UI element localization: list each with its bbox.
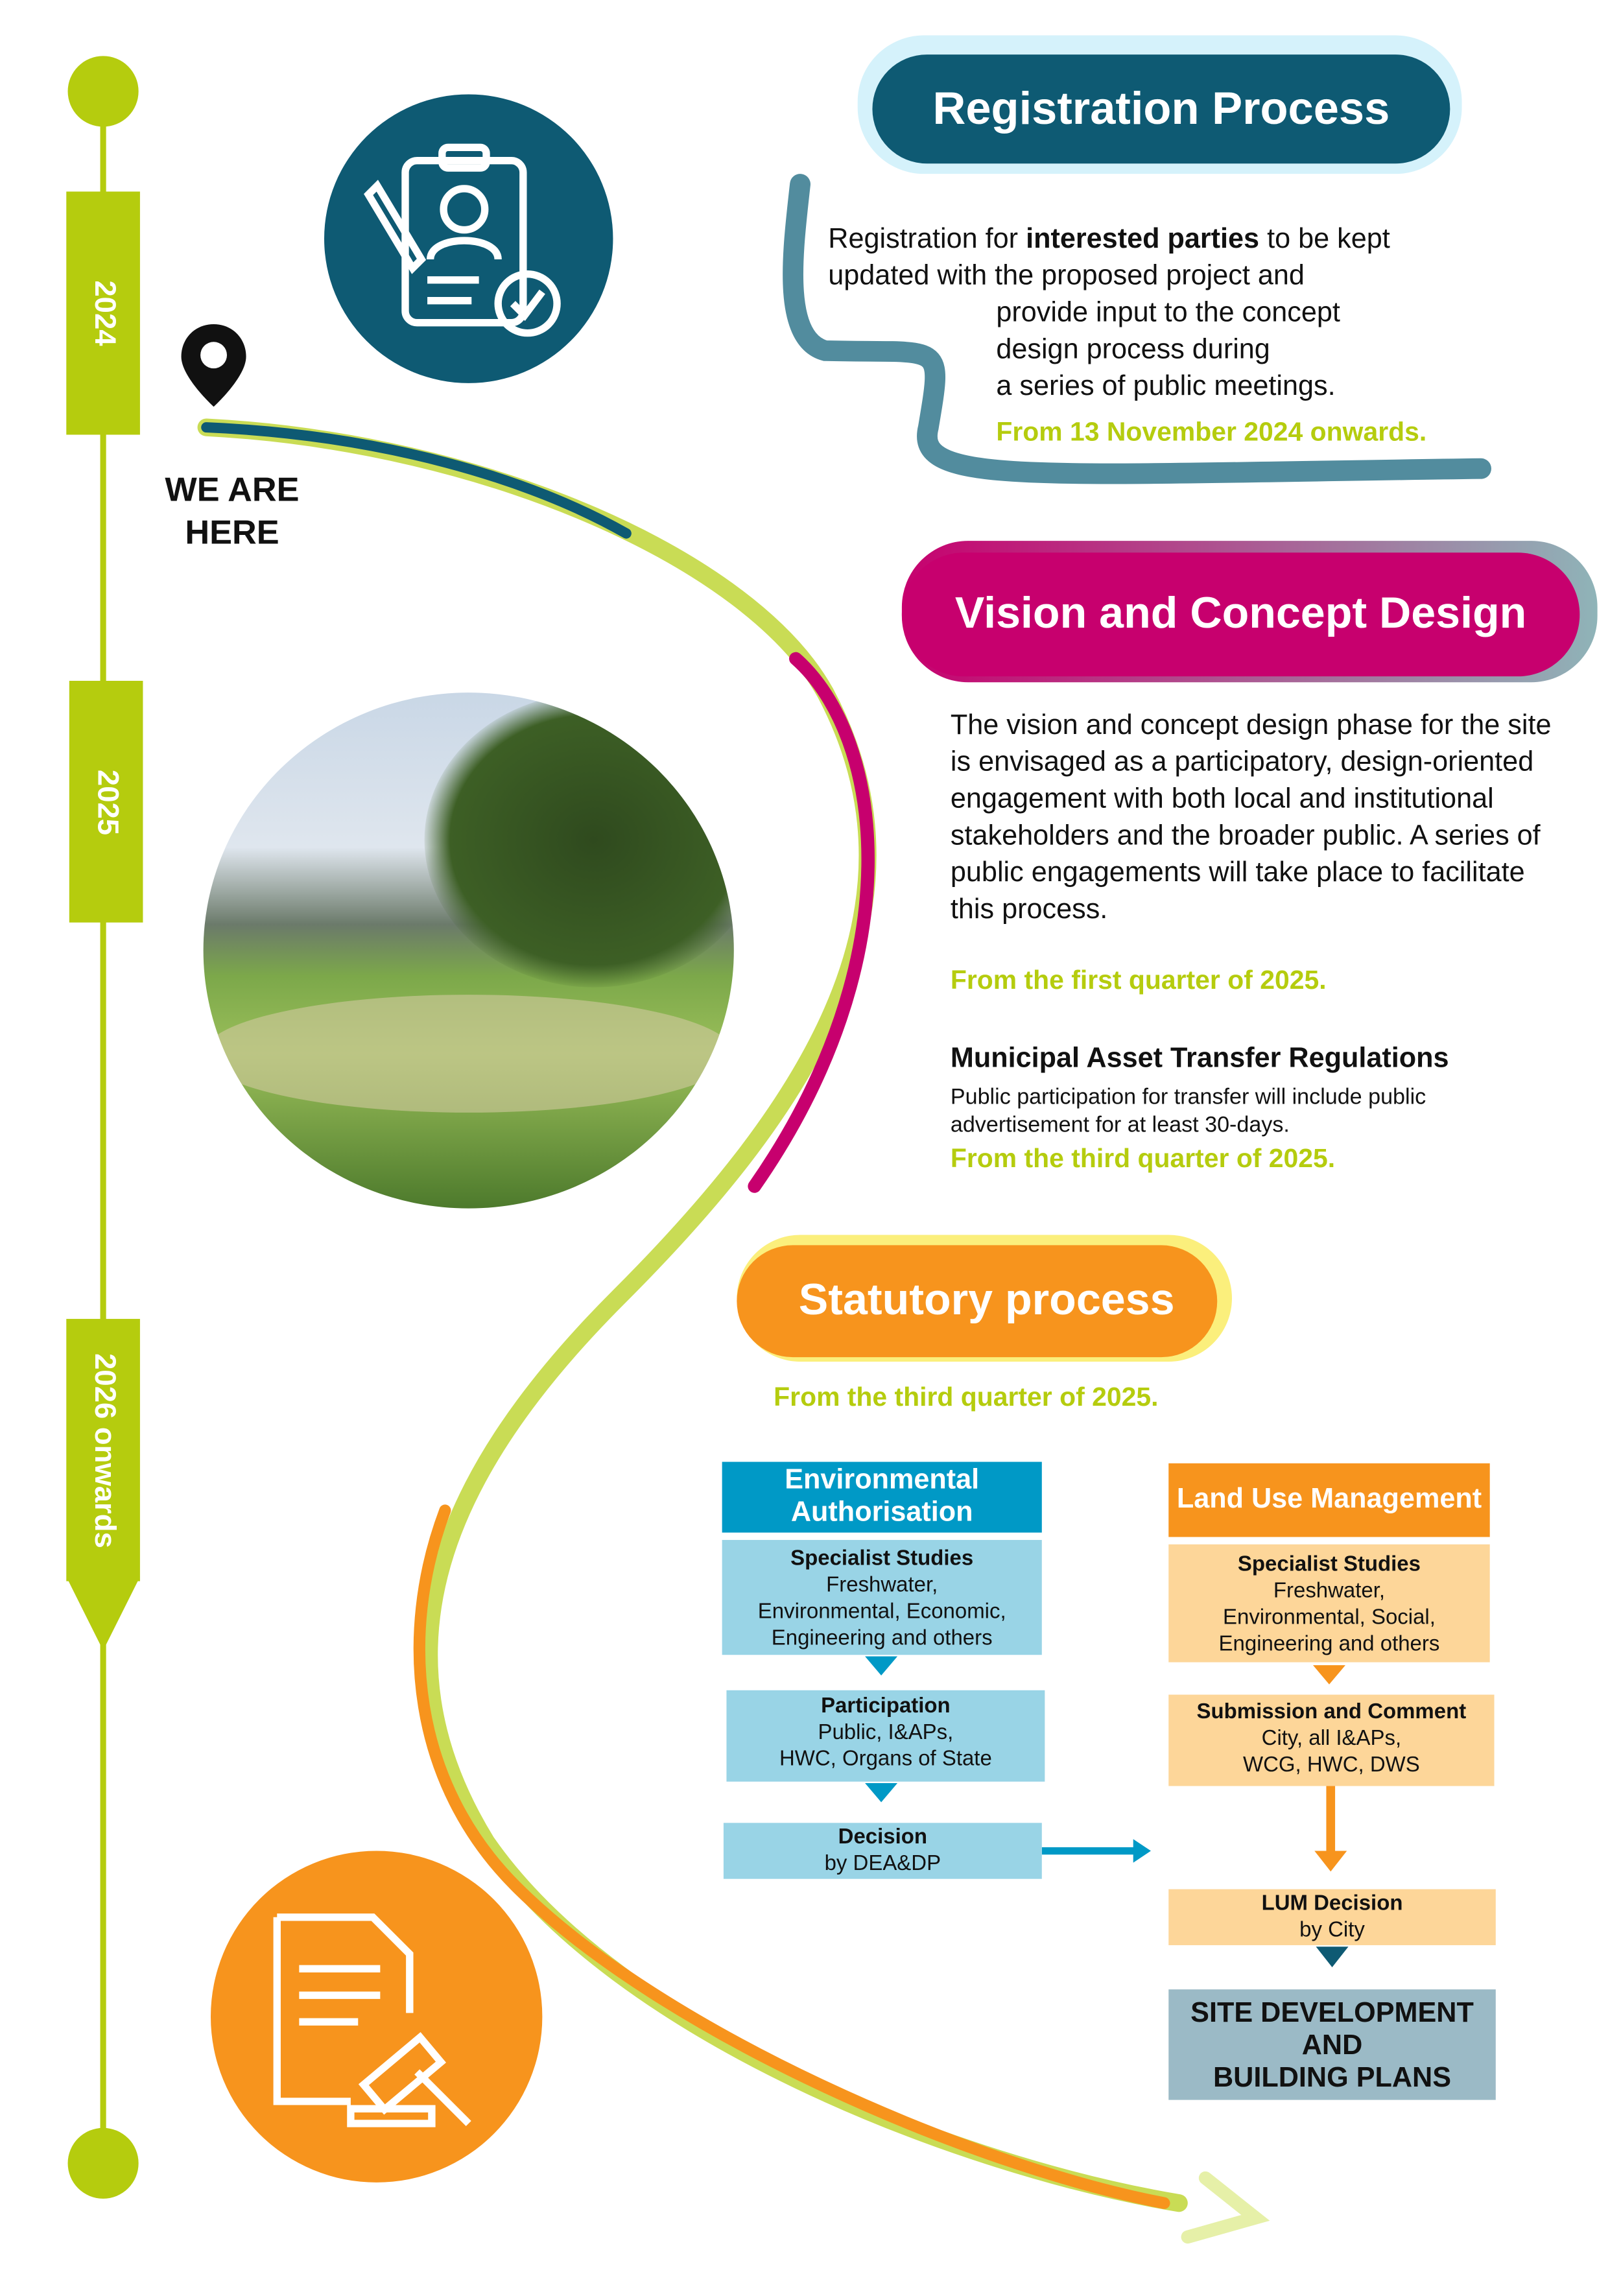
lum-header: Land Use Management: [1168, 1463, 1490, 1537]
step-line: Engineering and others: [771, 1627, 993, 1651]
step-title: Specialist Studies: [790, 1547, 974, 1571]
step-title: Specialist Studies: [1237, 1553, 1421, 1577]
registration-title: Registration Process: [872, 54, 1450, 164]
year-2026-onwards: 2026 onwards: [66, 1319, 140, 1581]
site-development-box: SITE DEVELOPMENT AND BUILDING PLANS: [1168, 1989, 1496, 2100]
step-line: Engineering and others: [1218, 1633, 1440, 1657]
lum-step-decision: LUM Decision by City: [1168, 1889, 1496, 1945]
registration-text: Registration for interested parties to b…: [828, 221, 1476, 451]
statutory-date: From the third quarter of 2025.: [774, 1382, 1159, 1412]
arrow-down-icon: [1314, 1851, 1347, 1872]
lum-step-submission: Submission and Comment City, all I&APs, …: [1168, 1694, 1495, 1786]
step-line: WCG, HWC, DWS: [1242, 1753, 1420, 1777]
final-line: BUILDING PLANS: [1213, 2063, 1452, 2094]
text: design process during: [996, 334, 1270, 366]
year-2024: 2024: [66, 191, 140, 435]
vision-date: From the first quarter of 2025.: [950, 965, 1327, 995]
step-line: Freshwater,: [1273, 1580, 1386, 1604]
text: Registration for: [828, 224, 1026, 255]
text: updated with the proposed project and: [828, 261, 1305, 292]
step-line: City, all I&APs,: [1261, 1727, 1402, 1751]
step-title: Submission and Comment: [1196, 1700, 1467, 1725]
mat-text: Public participation for transfer will i…: [950, 1084, 1426, 1138]
statutory-title: Statutory process: [737, 1245, 1218, 1358]
env-header: Environmental Authorisation: [722, 1462, 1042, 1533]
year-label: 2026 onwards: [88, 1353, 121, 1548]
clipboard-user-icon: [324, 94, 613, 383]
text: provide input to the concept: [996, 298, 1340, 329]
year-2025: 2025: [69, 680, 143, 923]
env-step-decision: Decision by DEA&DP: [723, 1823, 1042, 1879]
text: to be kept: [1259, 224, 1390, 255]
golf-course-photo: [203, 692, 734, 1209]
final-line: AND: [1301, 2030, 1363, 2062]
step-line: Public, I&APs,: [818, 1721, 954, 1745]
arrow-right-icon: [1041, 1839, 1151, 1863]
we-are-here-label: WE ARE HERE: [165, 469, 300, 551]
step-line: Freshwater,: [826, 1574, 938, 1598]
year-label: 2024: [88, 280, 121, 346]
arrow-down-icon: [1312, 1665, 1345, 1685]
env-step-participation: Participation Public, I&APs, HWC, Organs…: [726, 1690, 1045, 1782]
step-title: Decision: [838, 1825, 928, 1850]
step-line: by City: [1299, 1919, 1365, 1943]
location-pin-icon: [181, 324, 246, 407]
mat-title: Municipal Asset Transfer Regulations: [950, 1043, 1449, 1074]
step-line: by DEA&DP: [824, 1852, 941, 1876]
arrow-shaft: [1326, 1786, 1336, 1852]
document-gavel-icon: [210, 1851, 543, 2183]
step-line: HWC, Organs of State: [779, 1747, 992, 1771]
arrow-down-icon: [1316, 1947, 1349, 1968]
text: a series of public meetings.: [996, 371, 1336, 403]
mat-date: From the third quarter of 2025.: [950, 1143, 1336, 1174]
registration-date: From 13 November 2024 onwards.: [996, 417, 1427, 447]
vision-title: Vision and Concept Design: [901, 552, 1580, 677]
step-line: Environmental, Social,: [1223, 1606, 1436, 1630]
vision-text: The vision and concept design phase for …: [950, 710, 1552, 926]
lum-step-specialist: Specialist Studies Freshwater, Environme…: [1168, 1544, 1490, 1663]
step-title: LUM Decision: [1261, 1892, 1403, 1916]
step-title: Participation: [821, 1694, 951, 1718]
arrow-down-icon: [865, 1656, 898, 1676]
text-bold: interested parties: [1026, 224, 1260, 255]
statutory-title-text: Statutory process: [798, 1276, 1175, 1325]
final-line: SITE DEVELOPMENT: [1190, 1998, 1474, 2030]
env-step-specialist: Specialist Studies Freshwater, Environme…: [722, 1539, 1042, 1655]
arrow-down-icon: [865, 1782, 898, 1803]
step-line: Environmental, Economic,: [757, 1600, 1006, 1624]
year-label: 2025: [90, 768, 123, 834]
